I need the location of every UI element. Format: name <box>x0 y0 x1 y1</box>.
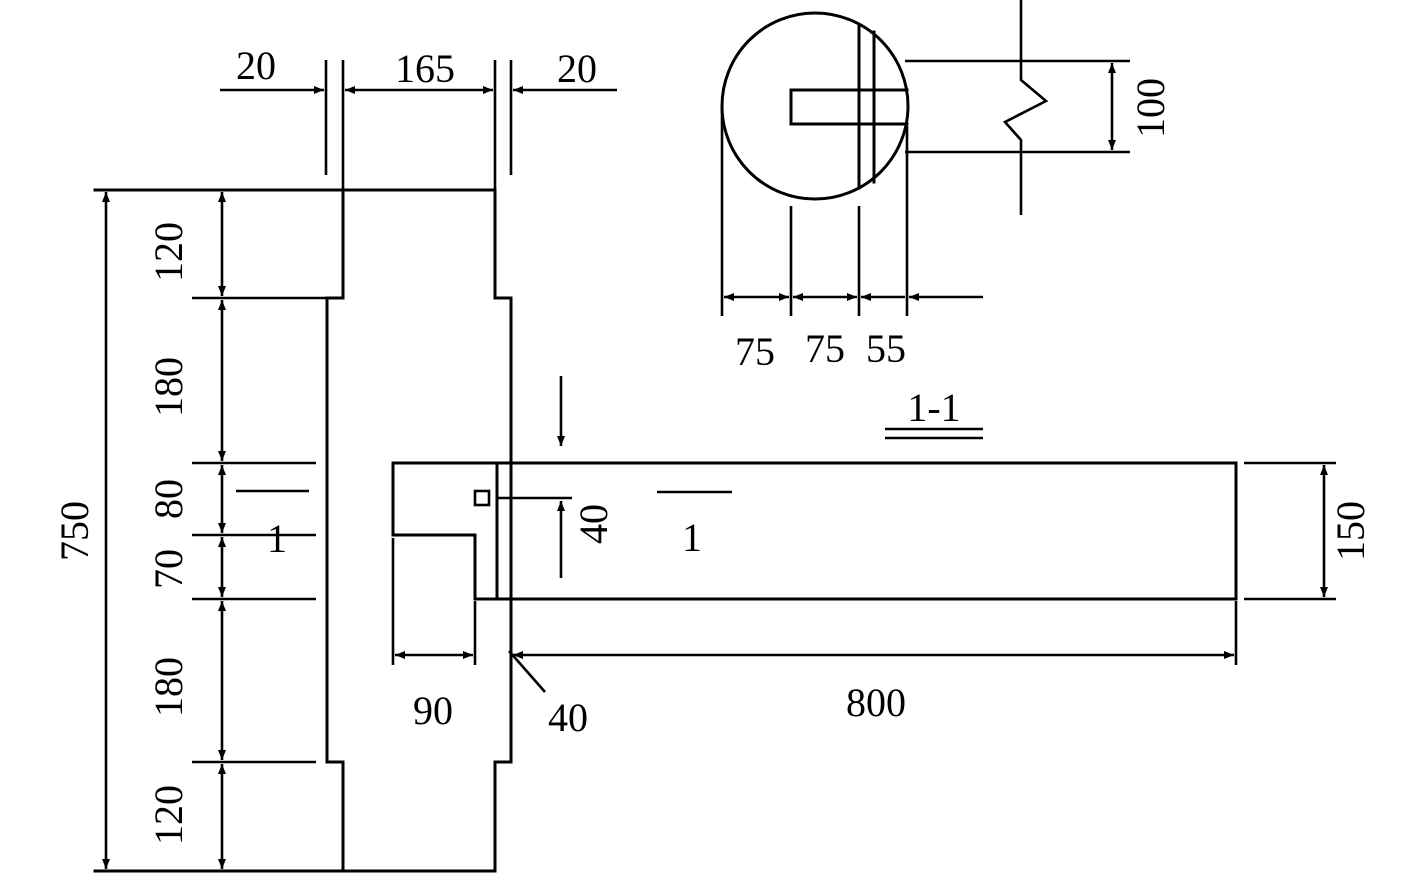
circular-section <box>720 11 910 201</box>
overall-height-dimension: 750 <box>52 192 110 869</box>
section-title: 1-1 <box>907 385 960 430</box>
dim-120-bottom: 120 <box>146 785 191 845</box>
dim-150: 150 <box>1328 501 1373 561</box>
dim-800: 800 <box>846 680 906 725</box>
column-outline <box>93 188 513 873</box>
left-extension-lines <box>192 296 327 764</box>
section-mark-left: 1 <box>267 516 287 561</box>
break-line <box>1002 0 1049 215</box>
dim-180-upper: 180 <box>146 357 191 417</box>
dim-55: 55 <box>866 326 906 371</box>
dim-750: 750 <box>52 501 97 561</box>
top-dimension-chain: 20 165 20 <box>220 43 617 94</box>
dim-top-left-20: 20 <box>236 43 276 88</box>
dim-75-a: 75 <box>735 329 775 374</box>
dim-70: 70 <box>146 549 191 589</box>
section-cut-marker: 40 <box>473 376 616 578</box>
dim-180-lower: 180 <box>146 657 191 717</box>
top-extension-lines <box>324 60 513 190</box>
dim-90: 90 <box>413 688 453 733</box>
dim-notch-40: 40 <box>571 504 616 544</box>
left-dimension-chain: 120 180 80 70 180 120 <box>146 192 226 869</box>
beam-outline <box>391 461 1238 601</box>
dim-40-bottom: 40 <box>548 695 588 740</box>
beam-depth-dimension: 150 <box>1244 461 1373 601</box>
dim-100: 100 <box>1128 78 1173 138</box>
dim-top-right-20: 20 <box>557 46 597 91</box>
dim-80: 80 <box>146 479 191 519</box>
dim-120-top: 120 <box>146 222 191 282</box>
section-1-1: 100 75 75 55 1-1 <box>720 0 1173 440</box>
beam-bottom-dimensions: 90 40 800 <box>391 538 1238 740</box>
section-mark-right: 1 <box>682 515 702 560</box>
dim-top-165: 165 <box>395 46 455 91</box>
dim-75-b: 75 <box>805 326 845 371</box>
